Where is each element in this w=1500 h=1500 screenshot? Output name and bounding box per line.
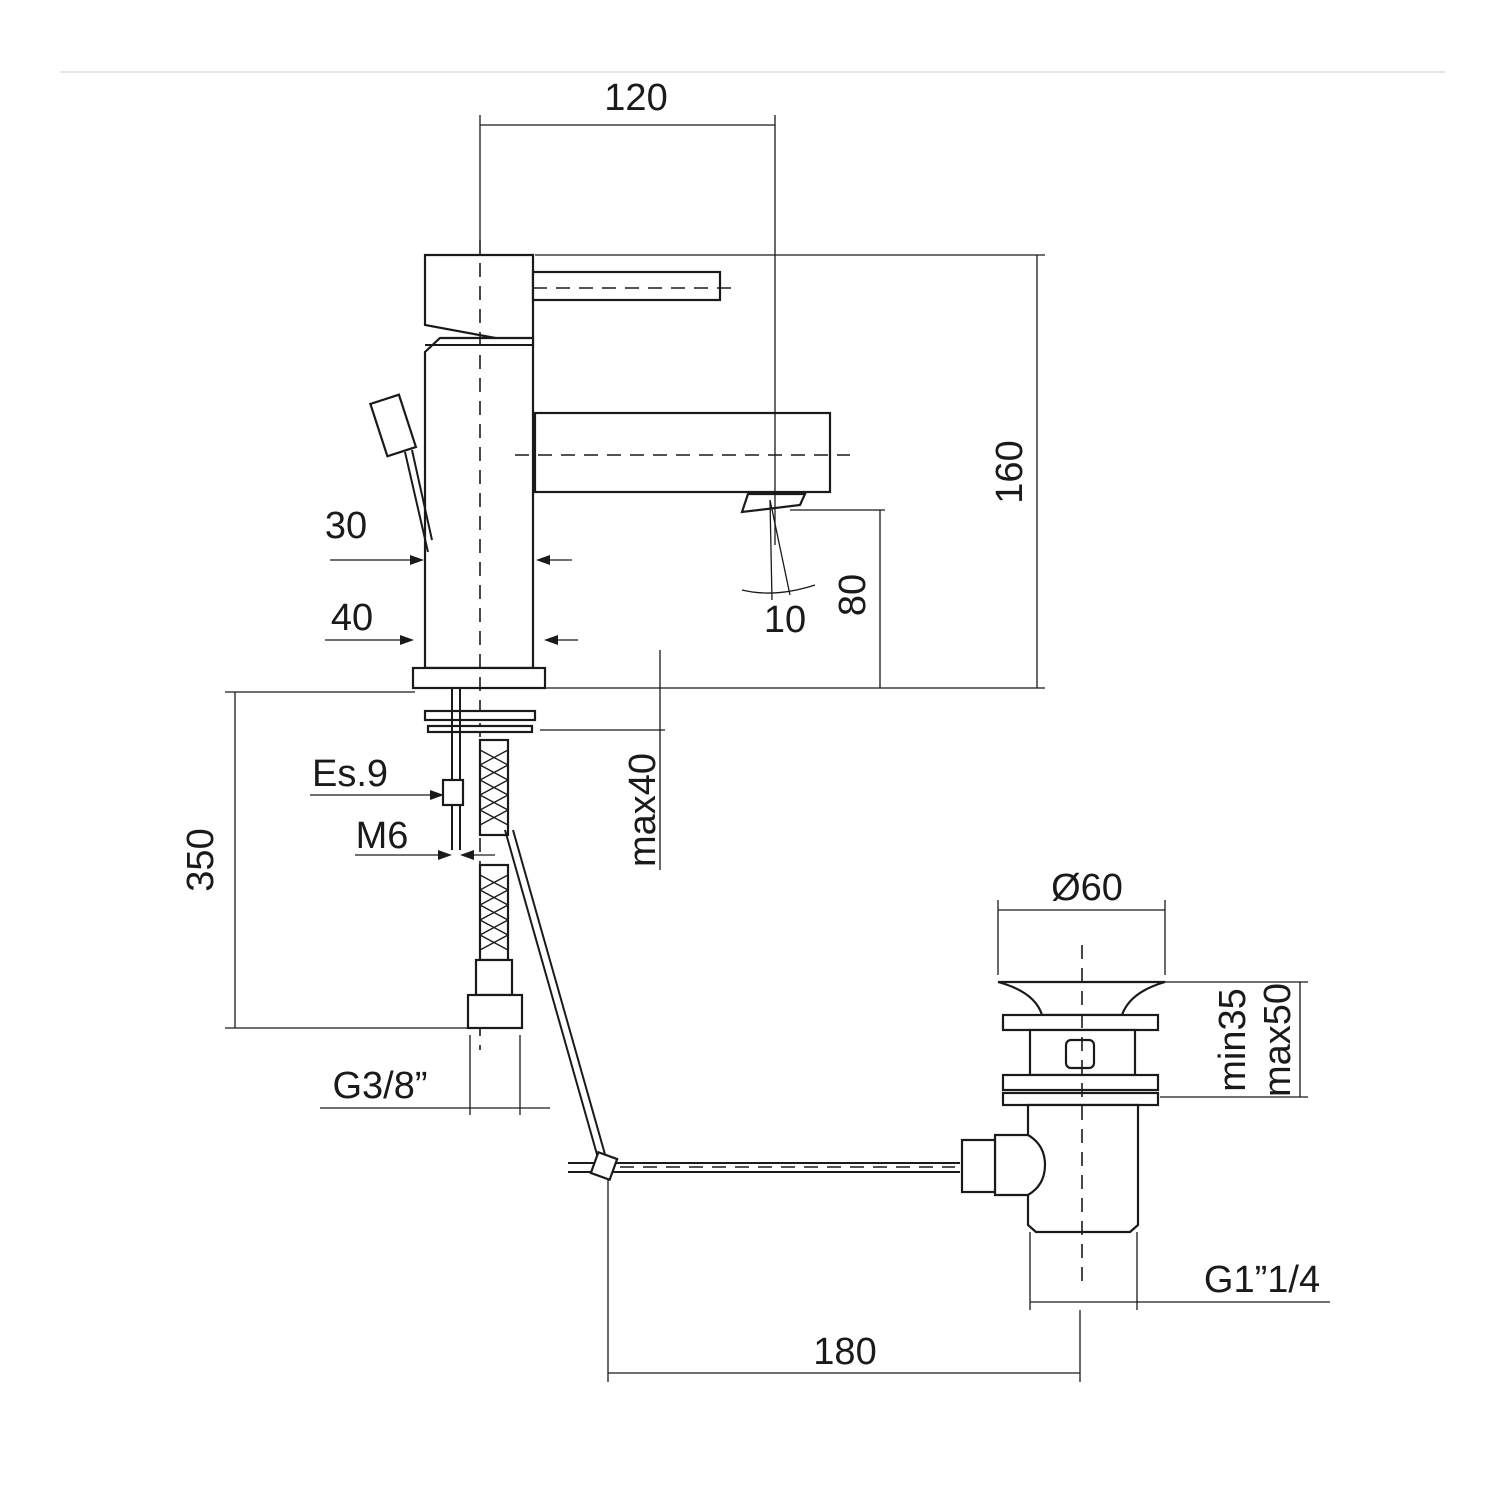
dim-nut-size: Es.9 — [312, 753, 388, 795]
dim-spout-angle: 10 — [764, 599, 806, 641]
faucet-base — [411, 666, 547, 690]
dim-total-height: 160 — [989, 440, 1031, 503]
faucet-body — [423, 336, 535, 670]
handle-block — [423, 253, 535, 347]
flexible-hose — [466, 738, 524, 1030]
dim-waste-min: min35 — [1212, 988, 1254, 1092]
pop-up-waste — [960, 945, 1166, 1290]
dim-spout-reach: 120 — [604, 77, 667, 119]
aerator — [740, 492, 807, 514]
handle-lever — [531, 270, 722, 302]
dim-waste-thread: G1”1/4 — [1204, 1259, 1320, 1301]
dim-lever-clearance: 30 — [325, 505, 367, 547]
dim-body-width: 40 — [331, 597, 373, 639]
dim-hose-length: 350 — [180, 828, 222, 891]
dim-hose-thread: G3/8” — [332, 1065, 427, 1107]
dim-rod-length: 180 — [813, 1331, 876, 1373]
dim-spout-height: 80 — [832, 574, 874, 616]
fixing-nut — [441, 778, 465, 807]
pop-up-linkage — [504, 829, 960, 1182]
dim-waste-max: max50 — [1257, 983, 1299, 1097]
hose-nut — [466, 993, 524, 1030]
dim-rod-thread: M6 — [356, 815, 409, 857]
spout — [533, 411, 832, 494]
mounting-hardware — [423, 688, 537, 850]
dim-max-deck-thickness: max40 — [622, 753, 664, 867]
faucet — [369, 240, 850, 1050]
lift-rod-knob — [369, 393, 433, 553]
dim-waste-diameter: Ø60 — [1051, 867, 1123, 909]
